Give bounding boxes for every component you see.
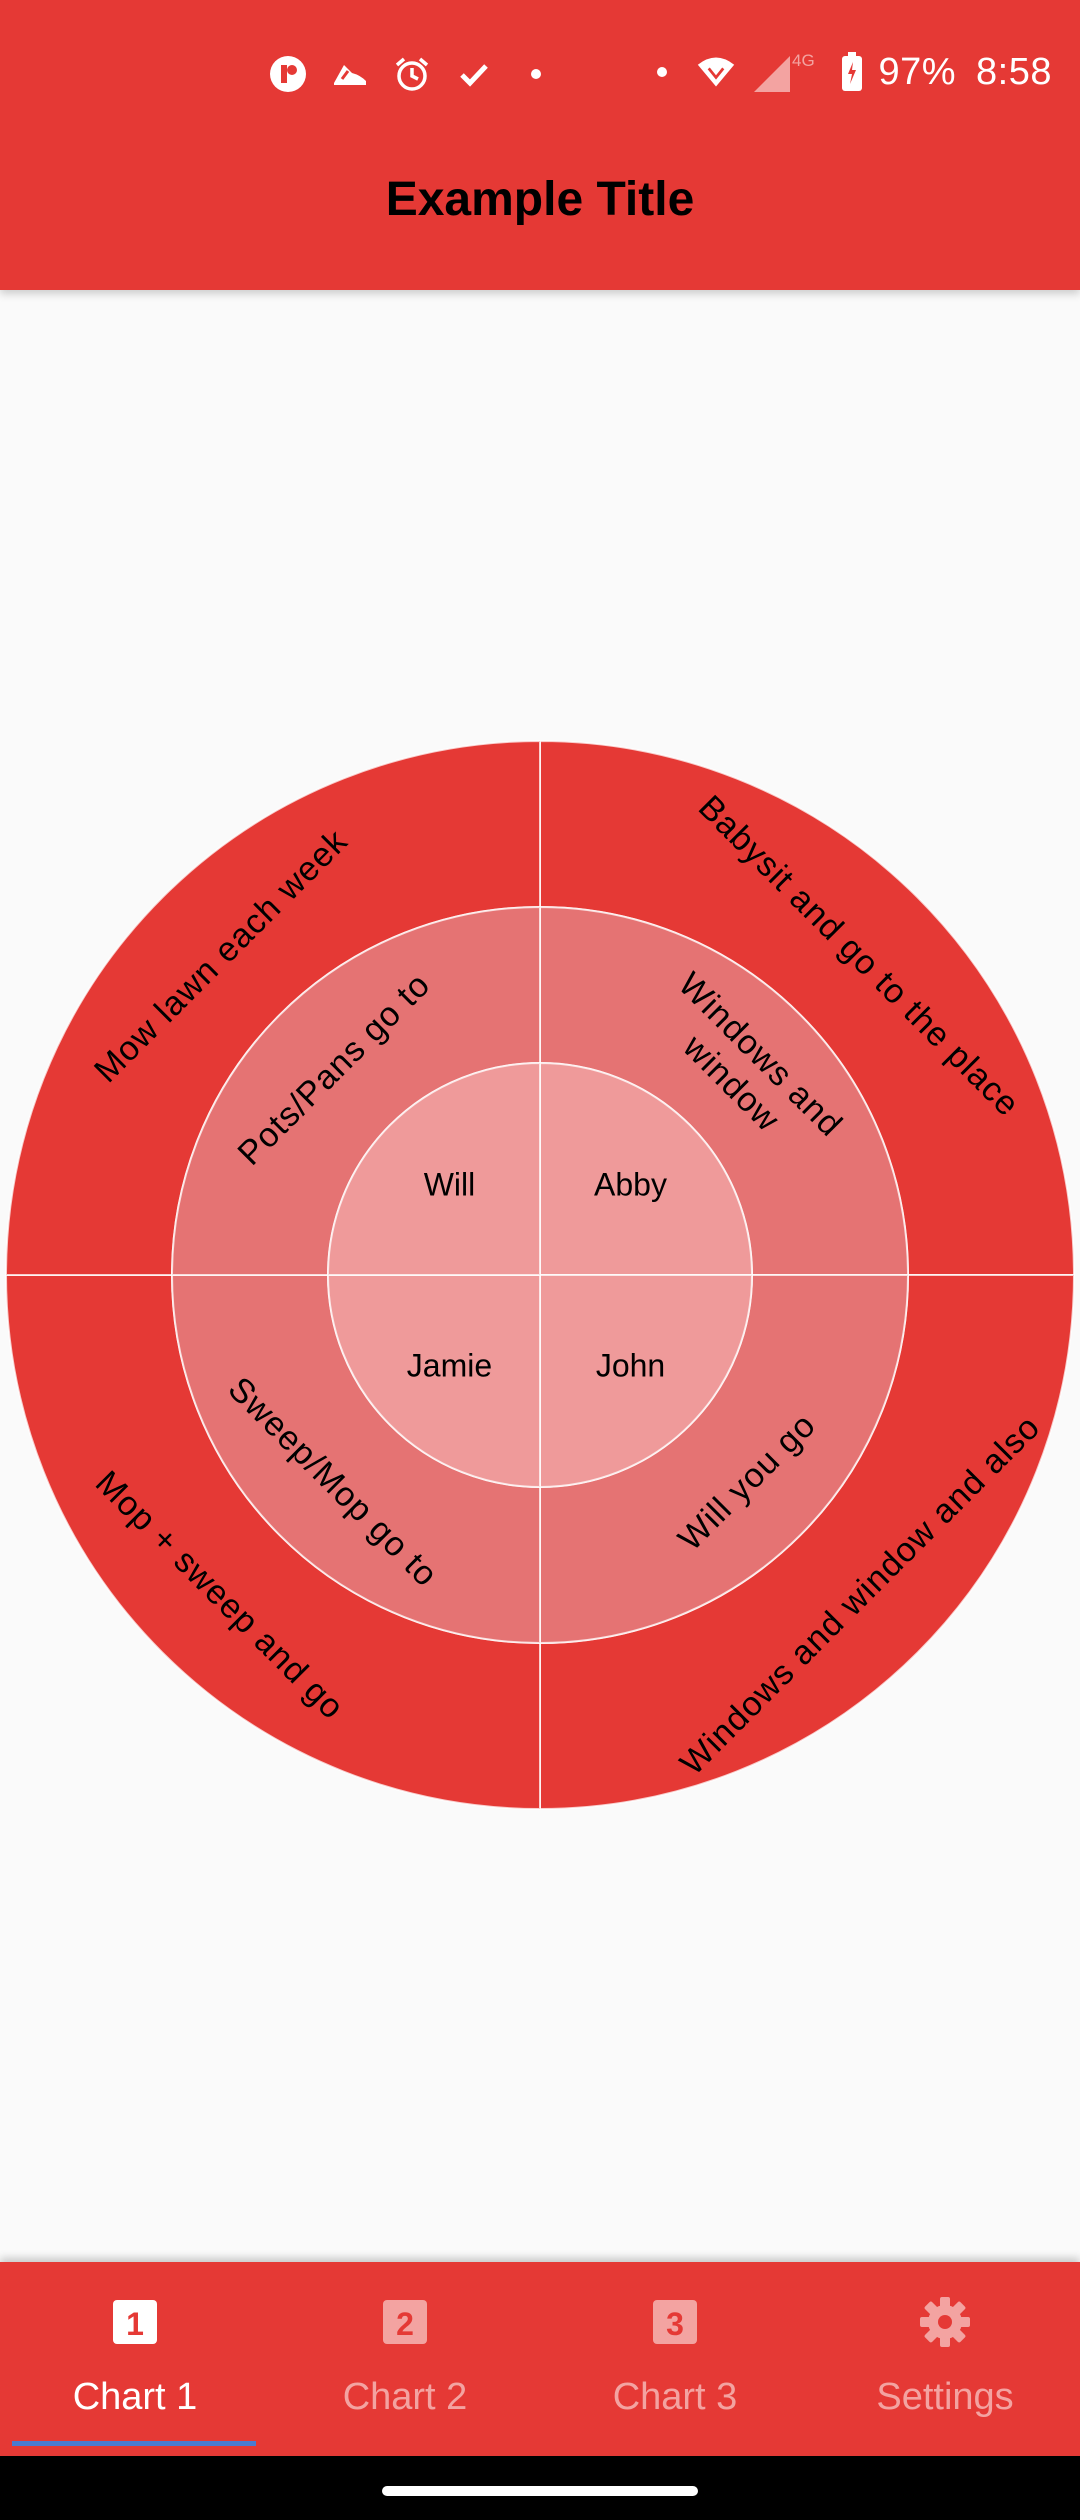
status-bar: 4G 97% 8:58	[0, 0, 1080, 150]
bottom-navigation: 1 Chart 1 2 Chart 2 3 Chart 3	[0, 2262, 1080, 2456]
battery-percent: 97%	[878, 50, 957, 93]
alarm-icon	[392, 54, 432, 94]
slipper-icon	[330, 54, 370, 94]
gear-icon	[919, 2296, 971, 2348]
wifi-icon	[696, 52, 736, 92]
status-time: 8:58	[976, 50, 1052, 93]
svg-text:2: 2	[396, 2306, 414, 2342]
tab-chart-2[interactable]: 2 Chart 2	[270, 2262, 540, 2456]
battery-icon	[840, 52, 864, 92]
label-inner-2: Jamie	[407, 1348, 492, 1384]
numeric-3-box-icon: 3	[649, 2296, 701, 2348]
page-title: Example Title	[385, 173, 695, 226]
dot-icon	[642, 52, 682, 92]
svg-text:4G: 4G	[792, 51, 815, 70]
app-bar: 4G 97% 8:58 Example Title	[0, 0, 1080, 290]
tab-chart-1[interactable]: 1 Chart 1	[0, 2262, 270, 2456]
check-icon	[454, 54, 494, 94]
tab-label: Settings	[876, 2376, 1014, 2418]
tab-label: Chart 2	[342, 2376, 468, 2418]
tab-settings[interactable]: Settings	[810, 2262, 1080, 2456]
dot-icon	[516, 54, 556, 94]
numeric-2-box-icon: 2	[379, 2296, 431, 2348]
tab-chart-3[interactable]: 3 Chart 3	[540, 2262, 810, 2456]
tab-label: Chart 1	[72, 2376, 198, 2418]
status-left-icons	[268, 52, 556, 96]
label-inner-1: John	[596, 1348, 665, 1384]
status-right-icons: 4G 97% 8:58	[642, 44, 1052, 100]
active-tab-indicator	[12, 2441, 256, 2446]
segment-inner-0[interactable]	[539, 1061, 754, 1276]
home-gesture-pill[interactable]	[382, 2486, 698, 2496]
label-inner-0: Abby	[594, 1166, 667, 1202]
system-nav-bar	[0, 2456, 1080, 2520]
segment-inner-1[interactable]	[539, 1274, 754, 1489]
signal-icon: 4G	[750, 51, 826, 92]
svg-text:3: 3	[666, 2306, 684, 2342]
segment-inner-3[interactable]	[326, 1061, 541, 1276]
app-r-icon	[268, 54, 308, 94]
numeric-1-box-icon: 1	[109, 2296, 161, 2348]
label-inner-3: Will	[424, 1166, 476, 1202]
tab-label: Chart 3	[612, 2376, 738, 2418]
svg-text:1: 1	[126, 2306, 144, 2342]
segment-inner-2[interactable]	[326, 1274, 541, 1489]
